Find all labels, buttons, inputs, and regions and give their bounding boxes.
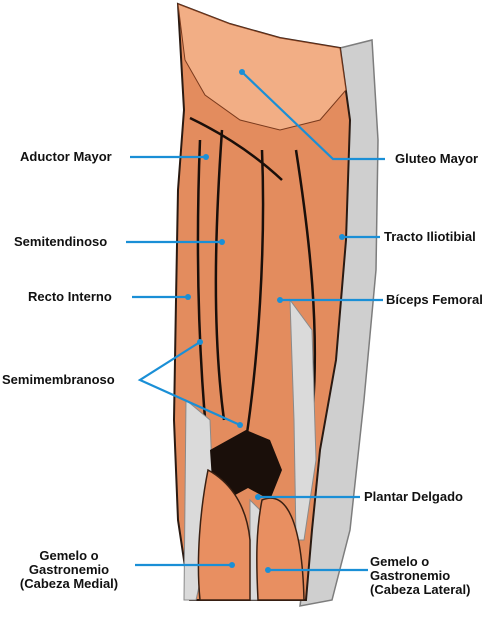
muscle-separation-lines	[189, 116, 317, 441]
gastrocnemius-heads	[197, 468, 305, 601]
leader-lines	[126, 71, 385, 572]
gluteus-shape	[177, 3, 347, 131]
label-gemelo-lateral-line3: (Cabeza Lateral)	[370, 582, 471, 597]
label-gemelo-lateral-line1: Gemelo o	[370, 554, 430, 569]
label-gemelo-lateral: Gemelo o Gastronemio (Cabeza Lateral)	[370, 555, 470, 597]
leader-gluteo-mayor	[241, 71, 385, 161]
leader-semimembranoso	[137, 341, 241, 427]
label-semitendinoso: Semitendinoso	[14, 234, 108, 249]
label-gluteo-mayor: Gluteo Mayor	[395, 151, 479, 166]
label-plantar-delgado: Plantar Delgado	[364, 489, 463, 504]
label-gemelo-medial: Gemelo o Gastronemio (Cabeza Medial)	[6, 549, 132, 591]
label-recto-interno: Recto Interno	[28, 289, 112, 304]
label-gemelo-lateral-line2: Gastronemio	[370, 568, 451, 583]
label-gemelo-medial-line2: Gastronemio	[28, 562, 110, 577]
label-tracto-iliotibial: Tracto Iliotibial	[384, 229, 476, 244]
label-semimembranoso: Semimembranoso	[2, 372, 115, 387]
popliteal-fossa	[210, 430, 282, 500]
label-gemelo-medial-line1: Gemelo o	[39, 548, 99, 563]
label-gemelo-medial-line3: (Cabeza Medial)	[19, 576, 119, 591]
label-biceps-femoral: Bíceps Femoral	[386, 292, 483, 307]
label-aductor-mayor: Aductor Mayor	[20, 149, 112, 164]
leader-dots	[185, 69, 345, 573]
